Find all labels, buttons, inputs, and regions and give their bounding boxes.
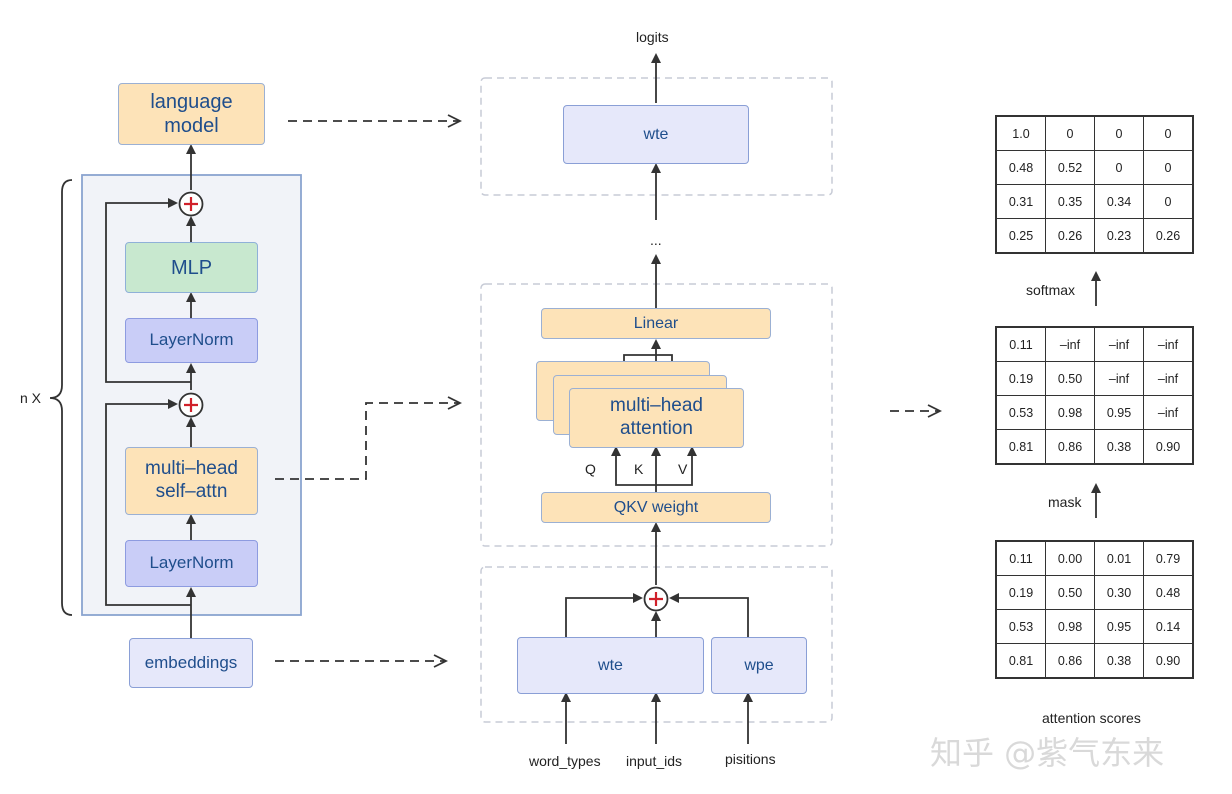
- matrix-cell: 0: [1143, 184, 1194, 219]
- matrix-cell: 0.19: [995, 575, 1046, 610]
- matrix-cell: 0.81: [995, 429, 1046, 465]
- matrix-cell: 0.53: [995, 395, 1046, 430]
- matrix-cell: 0.25: [995, 218, 1046, 254]
- ellipsis-label: ...: [650, 232, 662, 248]
- matrix-cell: –inf: [1143, 395, 1194, 430]
- add-circles: [178, 191, 669, 612]
- attention-scores-caption: attention scores: [1042, 710, 1141, 726]
- repeat-brace: [49, 179, 73, 616]
- linear-box: Linear: [541, 308, 771, 339]
- matrix-cell: 0.11: [995, 540, 1046, 576]
- matrix-cell: 0.48: [995, 150, 1046, 185]
- matrix-cell: 0: [1045, 115, 1095, 151]
- watermark: 知乎 @紫气东来: [930, 734, 1165, 772]
- positions-label: pisitions: [725, 751, 776, 767]
- language-model-box: language model: [118, 83, 265, 145]
- matrix-cell: 0.50: [1045, 361, 1095, 396]
- matrix-cell: 0.38: [1094, 643, 1144, 679]
- multi-head-attention-box: multi–head attention: [569, 388, 744, 448]
- matrix-cell: 0.81: [995, 643, 1046, 679]
- layernorm-bottom-box: LayerNorm: [125, 540, 258, 587]
- wpe-box: wpe: [711, 637, 807, 694]
- input-ids-label: input_ids: [626, 753, 683, 769]
- repeat-label: n X: [20, 390, 42, 406]
- matrix-cell: 1.0: [995, 115, 1046, 151]
- matrix-cell: 0.53: [995, 609, 1046, 644]
- matrix-cell: 0: [1143, 115, 1194, 151]
- layernorm-top-box: LayerNorm: [125, 318, 258, 363]
- q-label: Q: [585, 461, 596, 477]
- matrix-row: 0.11–inf–inf–inf: [995, 326, 1194, 362]
- matrix-cell: 0.79: [1143, 540, 1194, 576]
- matrix-cell: 0.31: [995, 184, 1046, 219]
- matrix-cell: 0.95: [1094, 395, 1144, 430]
- matrix-cell: 0.86: [1045, 429, 1095, 465]
- matrix-cell: 0.98: [1045, 609, 1095, 644]
- matrix-cell: 0: [1094, 150, 1144, 185]
- matrix-cell: –inf: [1045, 326, 1095, 362]
- k-label: K: [634, 461, 644, 477]
- matrix-cell: 0.95: [1094, 609, 1144, 644]
- matrix-cell: 0.52: [1045, 150, 1095, 185]
- matrix-cell: –inf: [1143, 361, 1194, 396]
- matrix-cell: –inf: [1094, 361, 1144, 396]
- matrix-cell: 0.26: [1045, 218, 1095, 254]
- matrix-cell: 0.35: [1045, 184, 1095, 219]
- matrix-cell: 0.98: [1045, 395, 1095, 430]
- matrix-cell: 0.86: [1045, 643, 1095, 679]
- matrix-cell: 0.90: [1143, 643, 1194, 679]
- wte-output-box: wte: [563, 105, 749, 164]
- matrix-cell: 0.38: [1094, 429, 1144, 465]
- matrix-cell: 0.01: [1094, 540, 1144, 576]
- matrix-cell: 0: [1094, 115, 1144, 151]
- matrix-cell: 0.19: [995, 361, 1046, 396]
- matrix-cell: –inf: [1094, 326, 1144, 362]
- embeddings-box: embeddings: [129, 638, 253, 688]
- matrix-cell: 0.00: [1045, 540, 1095, 576]
- matrix-cell: 0.50: [1045, 575, 1095, 610]
- matrix-cell: 0.14: [1143, 609, 1194, 644]
- logits-label: logits: [636, 29, 669, 45]
- word-types-label: word_types: [529, 753, 601, 769]
- matrix-cell: 0: [1143, 150, 1194, 185]
- mask-label: mask: [1048, 494, 1082, 510]
- mlp-box: MLP: [125, 242, 258, 293]
- matrix-cell: 0.11: [995, 326, 1046, 362]
- matrix-cell: –inf: [1143, 326, 1194, 362]
- qkv-weight-box: QKV weight: [541, 492, 771, 523]
- matrix-cell: 0.90: [1143, 429, 1194, 465]
- matrix-cell: 0.23: [1094, 218, 1144, 254]
- matrix-cell: 0.48: [1143, 575, 1194, 610]
- v-label: V: [678, 461, 688, 477]
- softmax-label: softmax: [1026, 282, 1076, 298]
- matrix-cell: 0.30: [1094, 575, 1144, 610]
- self-attention-box: multi–head self–attn: [125, 447, 258, 515]
- matrix-cell: 0.26: [1143, 218, 1194, 254]
- wte-input-box: wte: [517, 637, 704, 694]
- matrix-cell: 0.34: [1094, 184, 1144, 219]
